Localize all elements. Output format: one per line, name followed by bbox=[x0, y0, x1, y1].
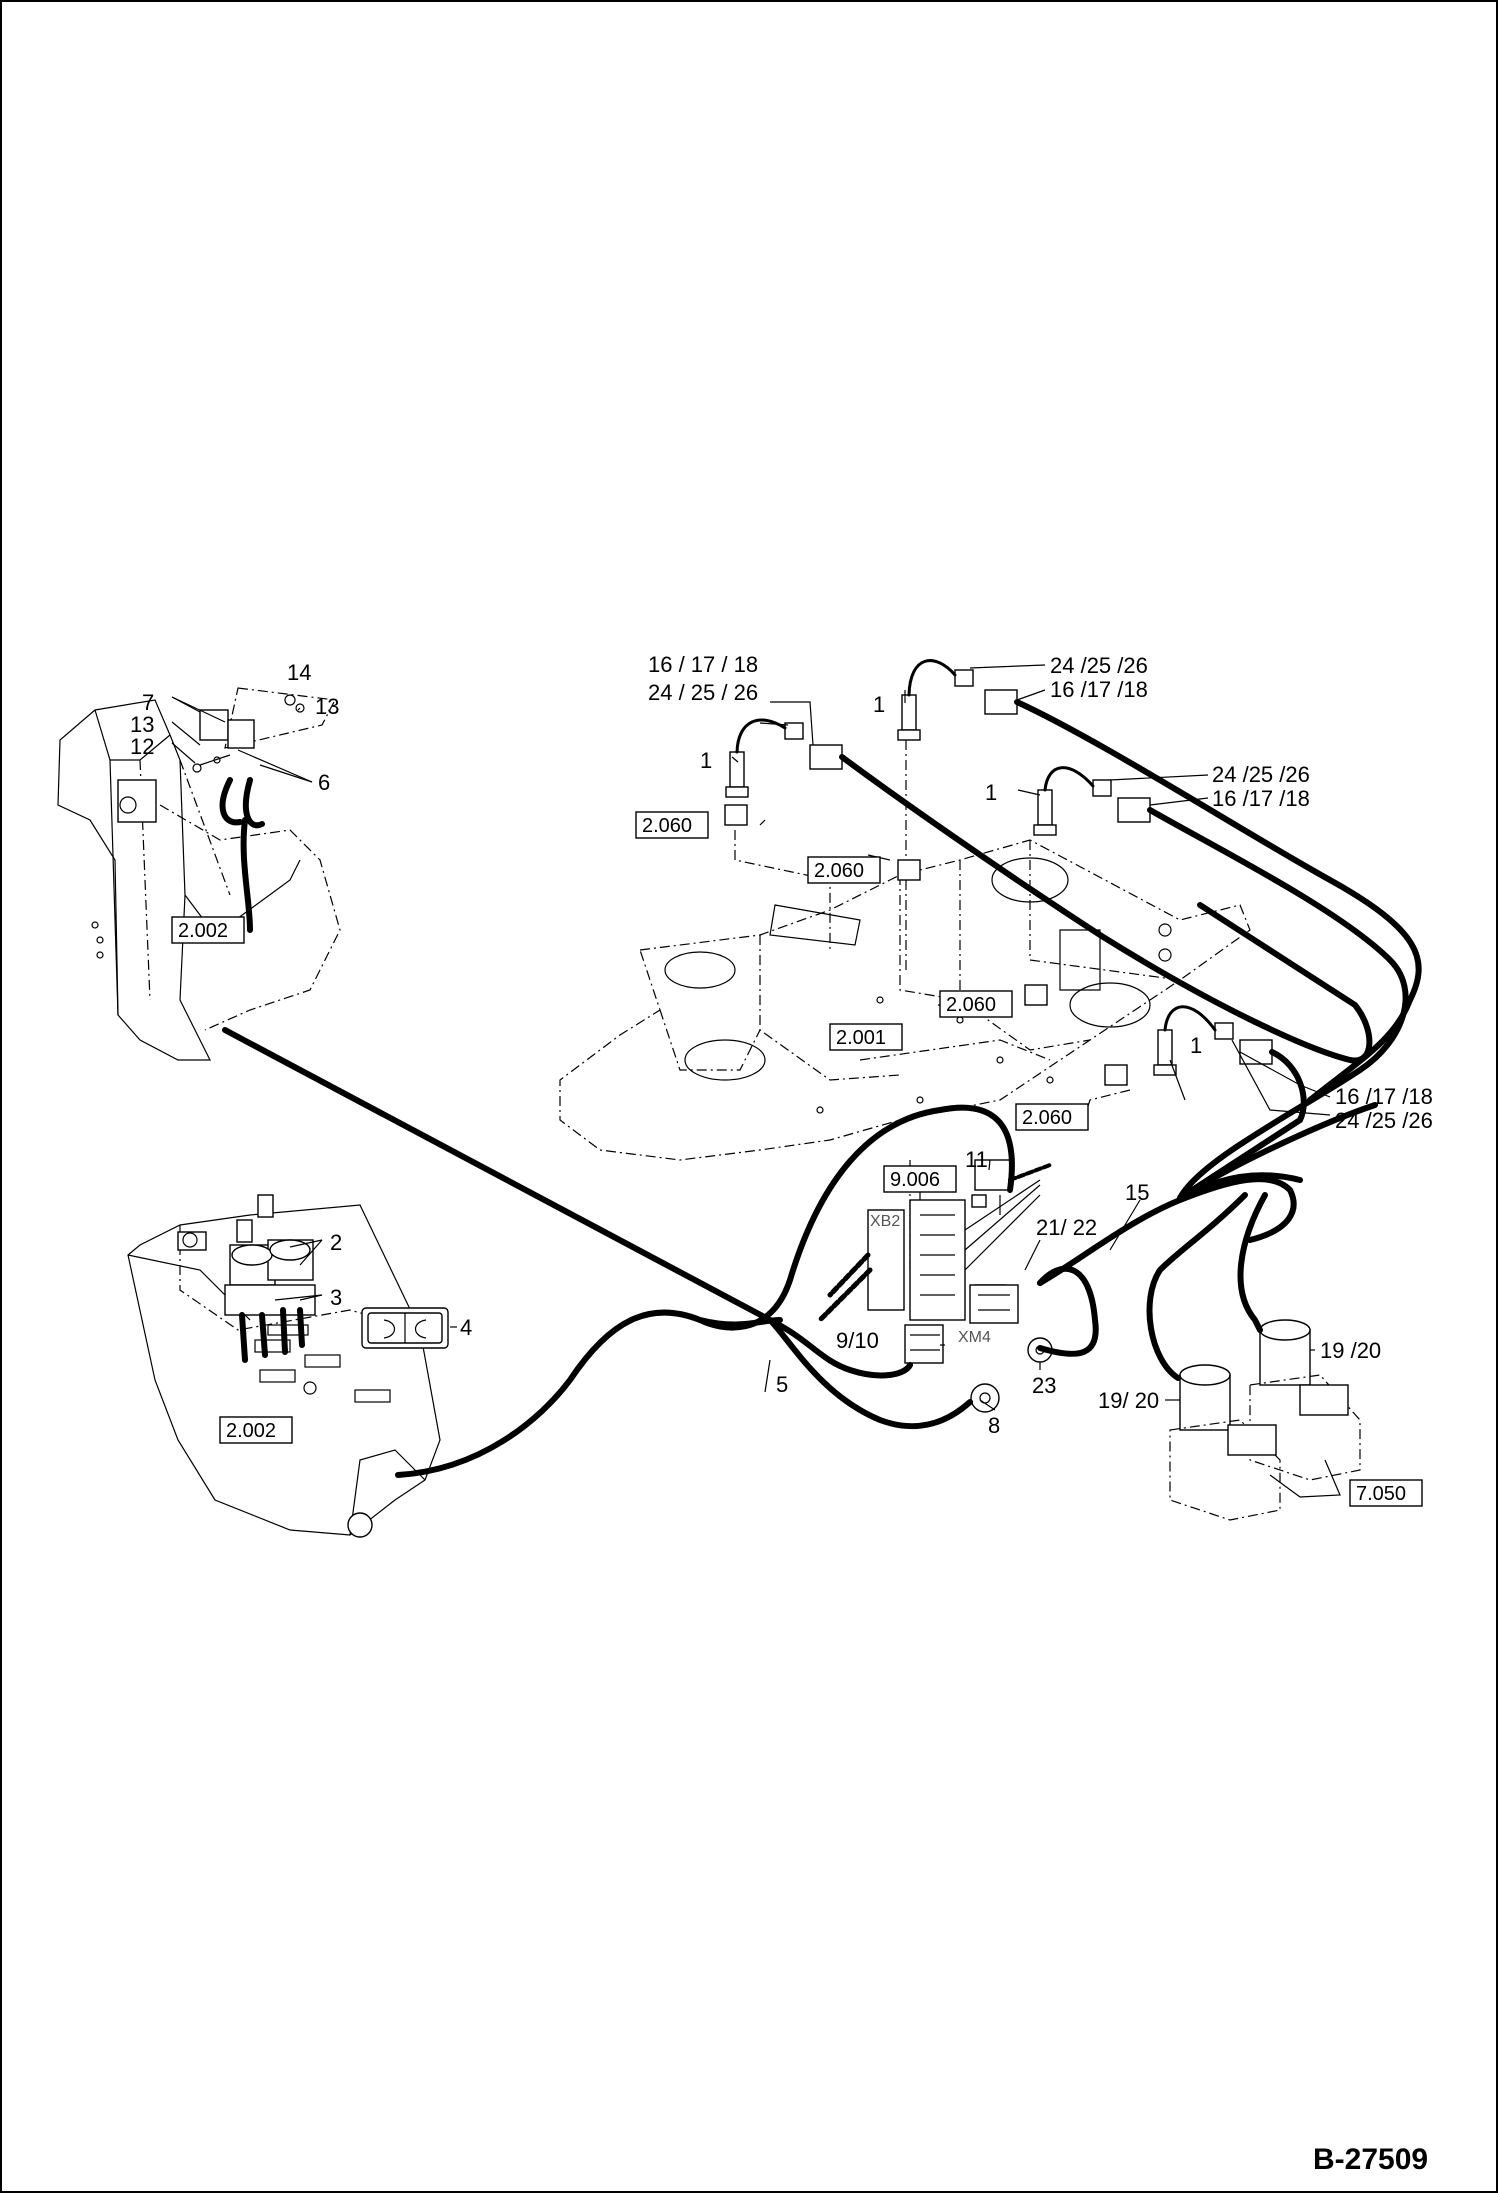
callout-9-10: 9/10 bbox=[836, 1328, 879, 1353]
callout-14: 14 bbox=[287, 660, 311, 685]
ref-2-002-a: 2.002 bbox=[178, 920, 228, 942]
ref-2-060-d: 2.060 bbox=[1022, 1107, 1072, 1129]
callout-8: 8 bbox=[988, 1413, 1000, 1438]
ref-2-002-b: 2.002 bbox=[226, 1420, 276, 1442]
document-id: B-27509 bbox=[1313, 2143, 1428, 2176]
callout-16-17-18-a: 16 / 17 / 18 bbox=[648, 652, 758, 677]
callout-1-c: 1 bbox=[985, 780, 997, 805]
callout-13-a: 13 bbox=[130, 712, 154, 737]
callout-1-d: 1 bbox=[1190, 1033, 1202, 1058]
switch-assembly-6-7 bbox=[192, 687, 336, 829]
connector-xm4: XM4 bbox=[958, 1329, 991, 1346]
callout-5: 5 bbox=[776, 1372, 788, 1397]
callout-13-b: 13 bbox=[315, 694, 339, 719]
callout-3: 3 bbox=[330, 1285, 342, 1310]
harness-cables bbox=[222, 699, 1422, 1478]
callout-1-b: 1 bbox=[873, 692, 885, 717]
connector-blocks bbox=[817, 1159, 1053, 1413]
callout-23: 23 bbox=[1032, 1373, 1056, 1398]
callout-24-25-26-d: 24 /25 /26 bbox=[1335, 1108, 1433, 1133]
callout-4: 4 bbox=[460, 1315, 472, 1340]
callout-21-22: 21/ 22 bbox=[1036, 1215, 1097, 1240]
callout-24-25-26-a: 24 / 25 / 26 bbox=[648, 680, 758, 705]
ref-9-006: 9.006 bbox=[890, 1169, 940, 1191]
callout-2: 2 bbox=[330, 1230, 342, 1255]
connector-xb2: XB2 bbox=[870, 1213, 900, 1230]
reference-boxes: 2.002 2.002 2.060 2.060 2.060 2.060 2.00… bbox=[171, 811, 1423, 1507]
ref-2-060-b: 2.060 bbox=[814, 860, 864, 882]
ref-2-001: 2.001 bbox=[836, 1027, 886, 1049]
sensors bbox=[724, 659, 1273, 1086]
callout-24-25-26-b: 24 /25 /26 bbox=[1050, 653, 1148, 678]
valves-7-050 bbox=[1169, 1319, 1361, 1521]
callout-16-17-18-c: 16 /17 /18 bbox=[1212, 786, 1310, 811]
ref-2-060-a: 2.060 bbox=[642, 815, 692, 837]
leader-lines bbox=[171, 664, 1341, 1498]
callout-6: 6 bbox=[318, 770, 330, 795]
callout-7: 7 bbox=[142, 690, 154, 715]
callout-16-17-18-b: 16 /17 /18 bbox=[1050, 677, 1148, 702]
key-switches-2-3 bbox=[224, 1194, 316, 1363]
callout-19-20-a: 19 /20 bbox=[1320, 1338, 1381, 1363]
symbol-plate-4 bbox=[361, 1307, 449, 1349]
console-upper bbox=[57, 699, 341, 1061]
callout-16-17-18-d: 16 /17 /18 bbox=[1335, 1084, 1433, 1109]
callout-labels: 16 / 17 / 18 24 / 25 / 26 24 /25 /26 16 … bbox=[130, 652, 1433, 1438]
upper-frame-2-001 bbox=[559, 839, 1251, 1161]
callout-1-a: 1 bbox=[700, 748, 712, 773]
callout-15: 15 bbox=[1125, 1180, 1149, 1205]
callout-19-20-b: 19/ 20 bbox=[1098, 1388, 1159, 1413]
callout-24-25-26-c: 24 /25 /26 bbox=[1212, 762, 1310, 787]
callout-12: 12 bbox=[130, 734, 154, 759]
callout-11: 11 bbox=[965, 1147, 988, 1172]
ref-7-050: 7.050 bbox=[1356, 1483, 1406, 1505]
ref-2-060-c: 2.060 bbox=[946, 994, 996, 1016]
